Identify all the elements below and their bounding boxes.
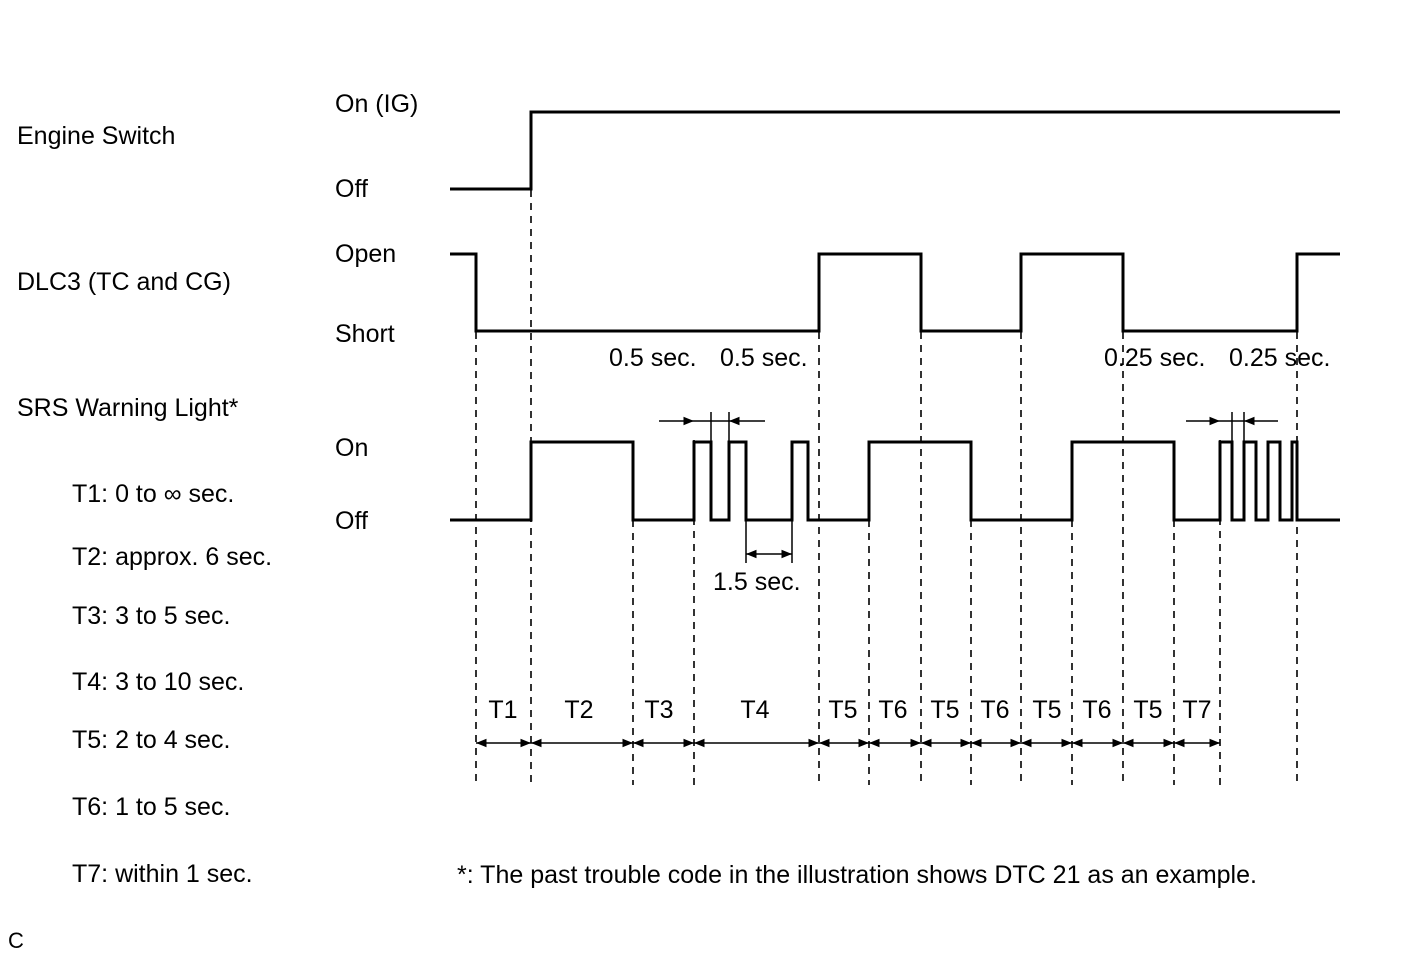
interval-label-t3: T3 [644,696,673,724]
footnote: *: The past trouble code in the illustra… [457,861,1257,889]
timing-legend-t7: T7: within 1 sec. [72,860,253,888]
interval-label-t5: T5 [1032,696,1061,724]
srs-off-label: Off [335,507,368,535]
engine-switch-on-label: On (IG) [335,90,419,118]
timing-legend-t4: T4: 3 to 10 sec. [72,668,245,696]
timing-legend-t1: T1: 0 to ∞ sec. [72,480,235,508]
interval-label-t5: T5 [930,696,959,724]
dlc3-short-label: Short [335,320,395,348]
dlc3-label: DLC3 (TC and CG) [17,268,231,296]
timing-legend-t3: T3: 3 to 5 sec. [72,602,231,630]
srs-warning-light-label: SRS Warning Light* [17,394,239,422]
dim-half-sec-1: 0.5 sec. [609,344,697,372]
engine-switch-waveform [450,110,1340,191]
dimension-markers [659,412,1278,563]
interval-label-t2: T2 [564,696,593,724]
interval-label-t5: T5 [1133,696,1162,724]
interval-label-t7: T7 [1182,696,1211,724]
engine-switch-label: Engine Switch [17,122,176,150]
dim-pause: 1.5 sec. [713,568,801,596]
dlc3-waveform [450,252,1340,333]
timing-legend-t5: T5: 2 to 4 sec. [72,726,231,754]
interval-label-t6: T6 [878,696,907,724]
timing-legend-t6: T6: 1 to 5 sec. [72,793,231,821]
corner-mark: C [8,928,24,953]
interval-label-t5: T5 [828,696,857,724]
srs-on-label: On [335,434,369,462]
engine-switch-off-label: Off [335,175,368,203]
dim-quarter-sec-1: 0.25 sec. [1104,344,1206,372]
dlc3-open-label: Open [335,240,397,268]
interval-label-t6: T6 [1082,696,1111,724]
dim-half-sec-2: 0.5 sec. [720,344,808,372]
dim-quarter-sec-2: 0.25 sec. [1229,344,1331,372]
srs-warning-light-waveform [450,440,1340,522]
interval-label-t6: T6 [980,696,1009,724]
interval-label-t1: T1 [488,696,517,724]
timing-legend-t2: T2: approx. 6 sec. [72,543,273,571]
interval-label-t4: T4 [740,696,769,724]
